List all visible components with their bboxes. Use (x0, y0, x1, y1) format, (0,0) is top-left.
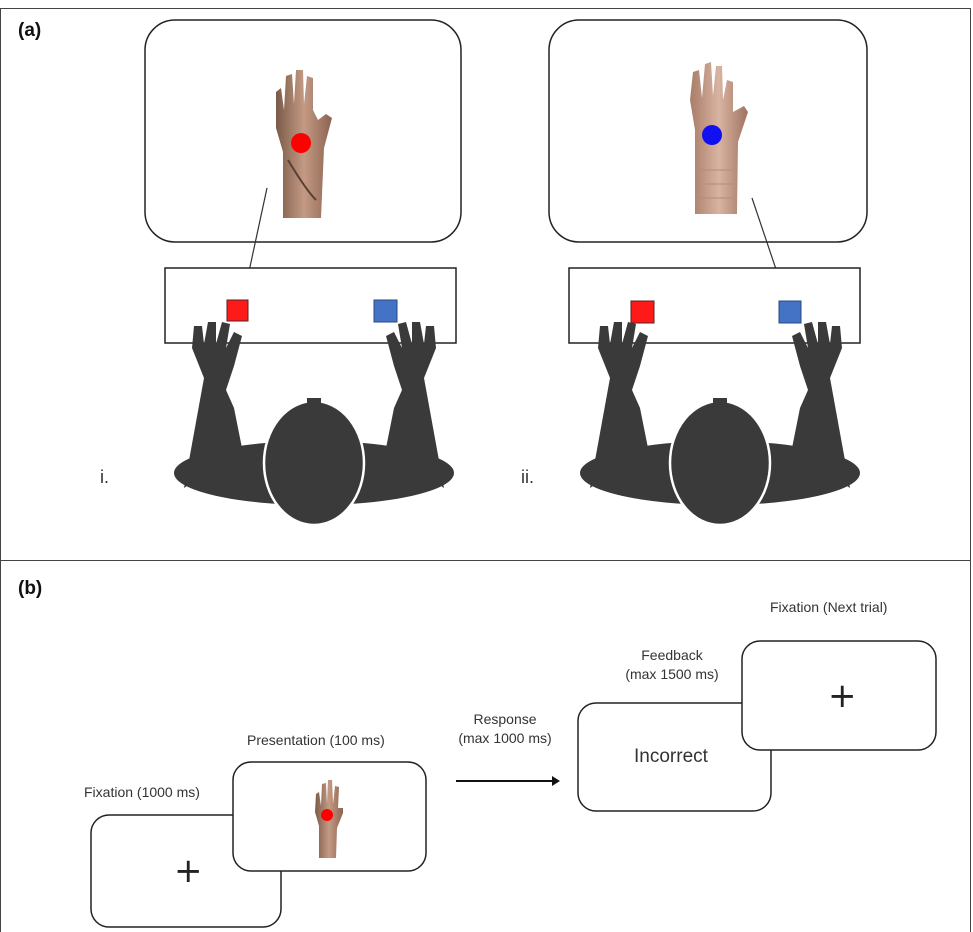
fixation-stage-label: Fixation (1000 ms) (84, 784, 200, 800)
presentation-dot-red (321, 809, 333, 821)
stimulus-dot-blue (702, 125, 722, 145)
next-fixation-screen (741, 640, 937, 751)
feedback-stage-label: Feedback (max 1500 ms) (612, 646, 732, 684)
blue-response-key-i (373, 299, 398, 323)
feedback-label-line2: (max 1500 ms) (625, 666, 719, 682)
hand-image-ii (690, 62, 748, 214)
panel-a-label: (a) (18, 20, 42, 41)
stimulus-dot-red (291, 133, 311, 153)
response-label-line1: Response (473, 711, 537, 727)
response-label-line2: (max 1000 ms) (458, 730, 552, 746)
presentation-hand-image (315, 780, 343, 858)
red-response-key-i (226, 299, 249, 322)
next-fixation-cross: + (828, 676, 857, 716)
participant-silhouette-i (172, 320, 456, 527)
response-arrow-head (552, 776, 560, 786)
fixation-cross: + (174, 851, 203, 891)
panel-b-label: (b) (18, 578, 43, 599)
panel-b (0, 560, 971, 932)
hand-image-i (276, 70, 332, 218)
red-response-key-ii (630, 300, 655, 324)
scene-label-ii: ii. (521, 467, 534, 487)
feedback-label-line1: Feedback (641, 647, 703, 663)
blue-response-key-ii (778, 300, 802, 324)
feedback-screen (577, 702, 772, 812)
presentation-stage-label: Presentation (100 ms) (247, 732, 385, 748)
next-fixation-stage-label: Fixation (Next trial) (770, 599, 888, 615)
scene-label-i: i. (100, 467, 109, 487)
feedback-text: Incorrect (634, 746, 708, 767)
participant-silhouette-ii (578, 320, 862, 527)
response-stage-label: Response (max 1000 ms) (450, 710, 560, 748)
